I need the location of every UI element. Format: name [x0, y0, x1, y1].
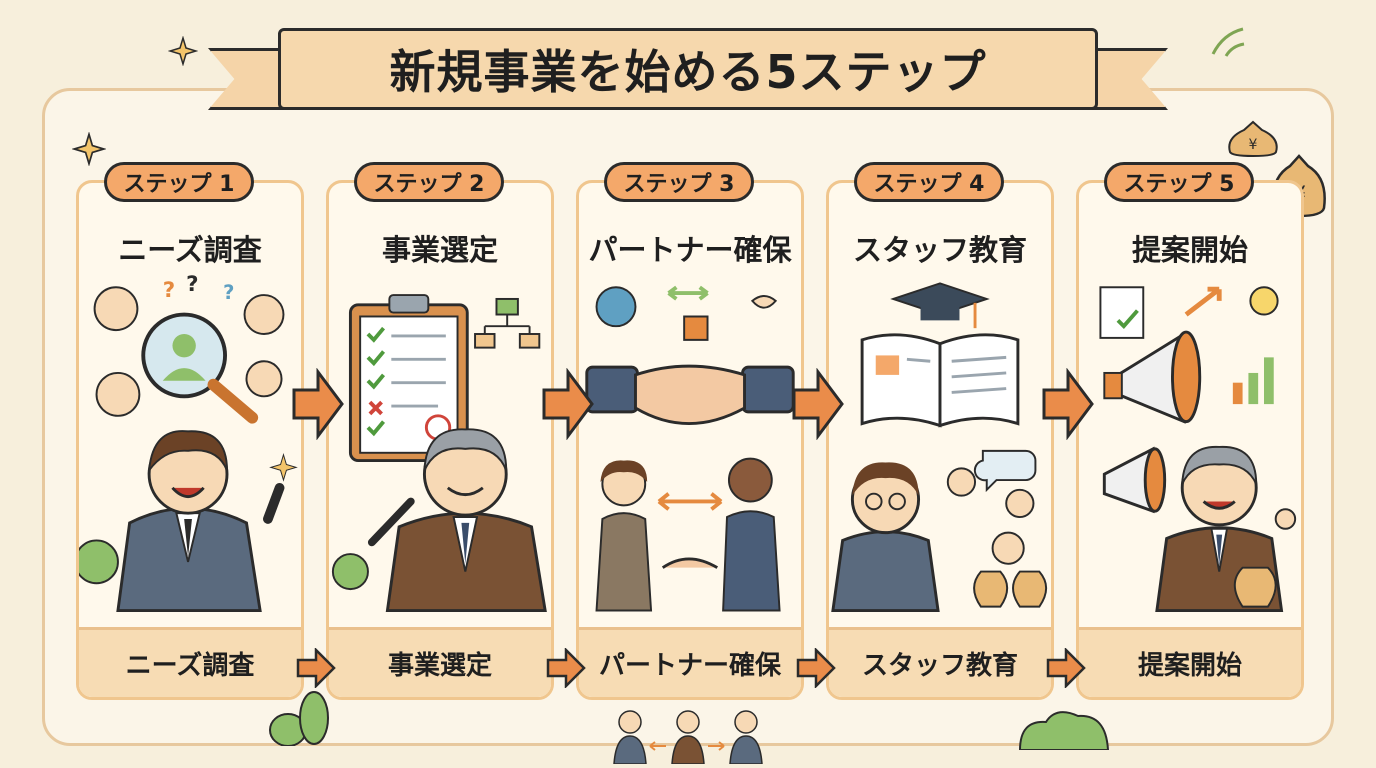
needs-research-illustration: ? ? ? — [79, 275, 298, 612]
partnership-illustration — [585, 285, 795, 612]
businessman-icon — [116, 430, 285, 612]
businessman-icon — [722, 457, 781, 612]
svg-text:?: ? — [186, 275, 198, 297]
step-2-title: 事業選定 — [381, 233, 498, 267]
trainee-icon — [1005, 488, 1035, 519]
yen-bag-icon: ¥ — [1228, 120, 1278, 158]
trainee-icon — [991, 531, 1025, 565]
arrow-right-small-icon — [1046, 648, 1086, 688]
step-2-card: 事業選定 — [326, 180, 554, 700]
sparkle-icon — [72, 132, 106, 166]
speech-bubble-icon — [973, 449, 1037, 493]
step-4-footer: スタッフ教育 — [829, 627, 1051, 697]
step-2-badge: ステップ 2 — [354, 162, 504, 202]
step-5-footer: 提案開始 — [1079, 627, 1301, 697]
step-5-title: 提案開始 — [1131, 233, 1248, 267]
pen-icon — [367, 497, 415, 547]
senior-businessman-icon — [367, 428, 547, 612]
step-5-badge: ステップ 5 — [1104, 162, 1254, 202]
arrow-right-icon — [542, 368, 594, 440]
arrow-right-small-icon — [796, 648, 836, 688]
exchange-arrow-icon — [667, 285, 709, 301]
step-4-badge: ステップ 4 — [854, 162, 1004, 202]
flowchart-icon — [474, 297, 541, 349]
page-title: 新規事業を始める5ステップ — [389, 45, 987, 99]
svg-text:?: ? — [163, 278, 175, 303]
customer-avatar-icon — [95, 371, 141, 417]
step-1-title: ニーズ調査 — [118, 233, 262, 267]
handshake-small-icon — [750, 295, 778, 309]
arrow-right-small-icon — [296, 648, 336, 688]
clipboard-checklist-icon — [348, 294, 469, 463]
svg-text:¥: ¥ — [1249, 137, 1258, 153]
step-1-badge: ステップ 1 — [104, 162, 254, 202]
step-1-card: ニーズ調査 ? ? ? ニーズ調査 — [76, 180, 304, 700]
tree-icon — [331, 553, 369, 591]
sparkle-icon — [168, 36, 198, 66]
customer-avatar-icon — [243, 294, 285, 335]
svg-text:?: ? — [223, 281, 234, 304]
magnifier-icon — [141, 312, 259, 424]
step-3-card: パートナー確保 パートナー確保 — [576, 180, 804, 700]
puzzle-piece-icon — [683, 315, 709, 341]
staff-training-illustration — [831, 282, 1048, 612]
step-3-title: パートナー確保 — [588, 233, 792, 267]
mountain-logo-icon — [595, 286, 637, 328]
proposal-launch-illustration — [1099, 286, 1297, 612]
arrow-right-icon — [1042, 368, 1094, 440]
bar-chart-icon — [1232, 357, 1274, 405]
megaphone-icon — [1103, 330, 1202, 424]
leaf-icon — [1211, 27, 1245, 57]
step-1-footer: ニーズ調査 — [79, 627, 301, 697]
step-4-title: スタッフ教育 — [852, 233, 1027, 267]
team-icon — [613, 710, 763, 764]
trainer-with-glasses-icon — [831, 462, 940, 612]
step-5-card: 提案開始 提案開始 — [1076, 180, 1304, 700]
arrow-right-icon — [792, 368, 844, 440]
step-2-footer: 事業選定 — [329, 627, 551, 697]
handshake-small-icon — [661, 557, 719, 569]
yen-bag-icon — [1012, 570, 1048, 608]
customer-avatar-icon — [93, 286, 139, 332]
shrub-icon — [269, 691, 329, 746]
handshake-icon — [585, 364, 795, 425]
customer-avatar-icon — [245, 360, 283, 398]
growth-arrow-icon — [1184, 286, 1222, 317]
arrow-right-small-icon — [546, 648, 586, 688]
businesswoman-icon — [595, 460, 653, 612]
graduation-cap-icon — [890, 282, 990, 329]
business-selection-illustration — [331, 294, 547, 612]
step-3-badge: ステップ 3 — [604, 162, 754, 202]
tree-icon — [79, 539, 119, 585]
yen-bag-icon — [1233, 566, 1277, 608]
megaphone-icon — [1102, 446, 1167, 514]
exchange-arrow-icon — [657, 492, 723, 511]
shrub-icon — [1018, 711, 1110, 750]
trainee-icon — [946, 467, 977, 497]
arrow-right-icon — [292, 368, 344, 440]
step-4-card: スタッフ教育 スタッフ教育 — [826, 180, 1054, 700]
lightbulb-icon — [1249, 286, 1279, 316]
sparkle-icon — [269, 453, 298, 482]
open-book-icon — [860, 333, 1020, 428]
title-banner: 新規事業を始める5ステップ — [278, 28, 1098, 110]
step-3-footer: パートナー確保 — [579, 627, 801, 697]
yen-bag-icon — [973, 570, 1009, 608]
